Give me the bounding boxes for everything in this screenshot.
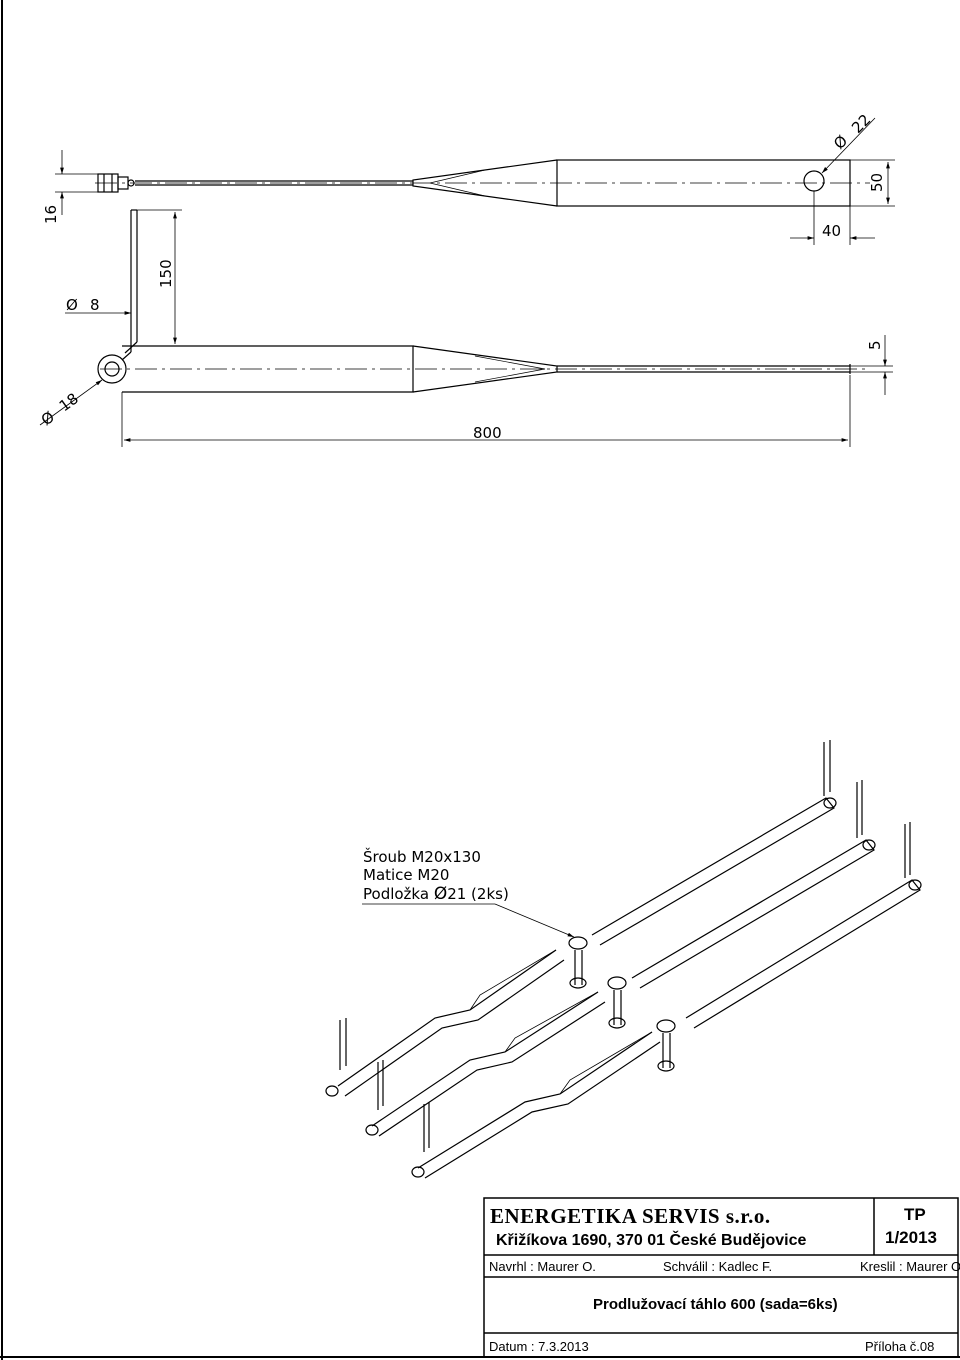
- drawn-by: Kreslil : Maurer O.: [860, 1259, 960, 1274]
- dim-dia22-symbol: Ø: [830, 132, 851, 153]
- dim-dia8-symbol: Ø: [66, 296, 78, 314]
- dim-5-label: 5: [866, 340, 884, 350]
- company-name: ENERGETIKA SERVIS s.r.o.: [490, 1204, 771, 1228]
- dim-dia8-label: 8: [90, 296, 100, 314]
- dim-dia22-label: 22: [848, 111, 874, 137]
- drawing-title: Prodlužovací táhlo 600 (sada=6ks): [593, 1296, 838, 1313]
- approved-by: Schválil : Kadlec F.: [663, 1259, 772, 1274]
- iso-rod-2: [365, 780, 876, 1137]
- dim-dia18-label: 18: [56, 389, 82, 415]
- dim-800-label: 800: [473, 424, 502, 442]
- designed-by: Navrhl : Maurer O.: [489, 1259, 596, 1274]
- iso-rod-3: [411, 822, 922, 1179]
- dim-dia18-symbol: Ø: [38, 408, 58, 430]
- iso-bolt-1: [568, 936, 588, 989]
- iso-bolt-3: [656, 1019, 676, 1072]
- drawing-date: Datum : 7.3.2013: [489, 1339, 589, 1354]
- title-block: [483, 1197, 959, 1358]
- isometric-assembly: [325, 740, 922, 1179]
- dim-150-label: 150: [157, 259, 175, 288]
- lower-rod-view: [97, 209, 870, 393]
- callout-washer-label: Podložka Ø21 (2ks): [363, 884, 509, 904]
- document-type: TP: [904, 1205, 926, 1224]
- dim-16-label: 16: [42, 205, 60, 224]
- document-number: 1/2013: [885, 1228, 937, 1247]
- callout-nut-label: Matice M20: [363, 866, 449, 884]
- iso-bolt-2: [607, 976, 627, 1029]
- upper-rod-view: [95, 159, 870, 207]
- company-address: Křižíkova 1690, 370 01 České Budějovice: [496, 1230, 807, 1249]
- dim-50-label: 50: [868, 173, 886, 192]
- callout-bolt-label: Šroub M20x130: [363, 847, 481, 866]
- attachment-number: Příloha č.08: [865, 1339, 934, 1354]
- dimension-lines: [39, 117, 895, 447]
- callout-leader: [362, 903, 575, 938]
- dim-40-label: 40: [822, 222, 841, 240]
- iso-rod-1: [325, 740, 837, 1097]
